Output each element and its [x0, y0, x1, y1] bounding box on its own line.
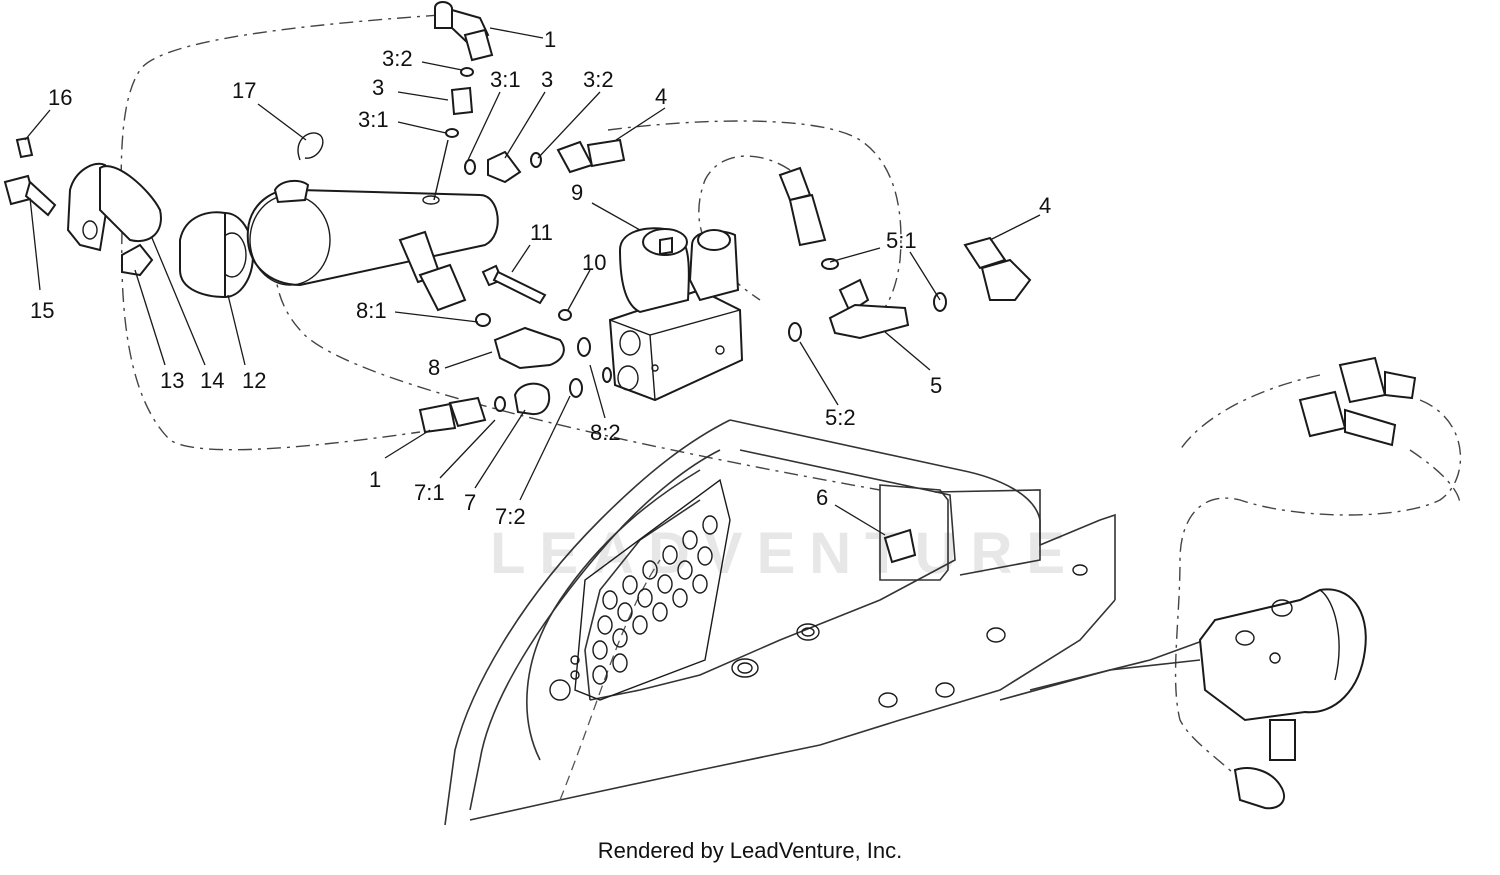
callout-3-1-left: 3:1 [358, 107, 389, 132]
left-assembly [3, 132, 499, 312]
callout-1-bottom: 1 [369, 467, 381, 492]
callout-7-2: 7:2 [495, 504, 526, 529]
callout-9: 9 [571, 180, 583, 205]
callout-4-top: 4 [655, 84, 667, 109]
chassis-frame [444, 419, 1206, 826]
callout-5-2: 5:2 [825, 405, 856, 430]
callout-10: 10 [582, 250, 606, 275]
callout-1-top: 1 [544, 27, 556, 52]
callout-16: 16 [48, 85, 72, 110]
hose-routing [120, 14, 1462, 776]
callout-11: 11 [530, 220, 553, 245]
callout-14: 14 [200, 368, 224, 393]
elbow-fitting-group [475, 313, 612, 383]
callout-3-1-mid: 3:1 [490, 67, 521, 92]
callout-8-1: 8:1 [356, 298, 387, 323]
callout-3-left: 3 [372, 75, 384, 100]
callout-17: 17 [232, 78, 256, 103]
callout-6: 6 [816, 485, 828, 510]
callout-8-2: 8:2 [590, 420, 621, 445]
callout-3-mid: 3 [541, 67, 553, 92]
callout-3-2-mid: 3:2 [583, 67, 614, 92]
callout-4-right: 4 [1039, 193, 1051, 218]
callout-5: 5 [930, 373, 942, 398]
callout-3-2-top: 3:2 [382, 46, 413, 71]
solenoid-valve-manifold [608, 227, 744, 402]
watermark: LEADVENTURE [490, 521, 1079, 586]
right-quick-couplers [1298, 356, 1417, 447]
callout-15: 15 [30, 298, 54, 323]
bolt-and-washer [481, 264, 572, 321]
callout-7-1: 7:1 [414, 480, 445, 505]
hydraulic-pump [1198, 588, 1367, 810]
bracket-part [883, 528, 917, 564]
top-fittings [422, 1, 494, 205]
callout-labels: 1 3:2 3 3:1 3:1 3 3:2 4 16 17 9 4 11 10 … [30, 27, 1051, 529]
callout-13: 13 [160, 368, 184, 393]
upper-fitting-chain [464, 138, 626, 184]
callout-5-1: 5:1 [886, 228, 917, 253]
callout-8: 8 [428, 355, 440, 380]
callout-7: 7 [464, 490, 476, 515]
leader-lines [24, 27, 1041, 536]
lower-fitting-chain [418, 378, 583, 434]
callout-12: 12 [242, 368, 266, 393]
tee-fitting-group [778, 166, 1032, 342]
footer-credit: Rendered by LeadVenture, Inc. [597, 838, 903, 863]
decal-panel [549, 478, 731, 701]
